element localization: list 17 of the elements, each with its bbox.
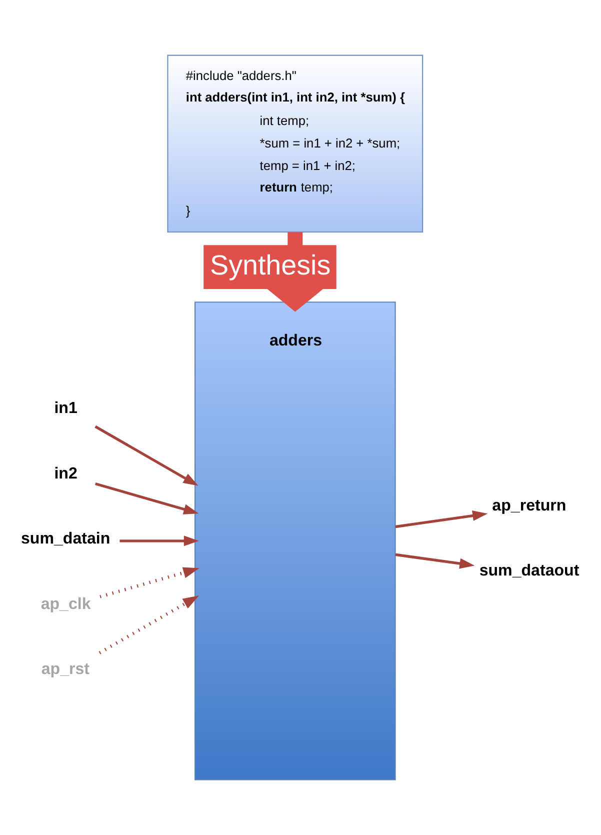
node-text: ap_clk xyxy=(40,594,91,613)
node-text: in2 xyxy=(54,464,78,482)
arrow xyxy=(98,596,199,654)
node-text: ap_return xyxy=(492,496,566,514)
node-text: ap_rst xyxy=(41,660,90,678)
arrow xyxy=(120,536,199,546)
node-box: adders xyxy=(194,302,396,780)
node-text: in1 xyxy=(54,398,78,417)
arrow xyxy=(94,425,198,486)
arrow xyxy=(395,553,475,569)
edge-label: Synthesis xyxy=(210,249,331,280)
arrow xyxy=(94,482,199,514)
node-text: sum_dataout xyxy=(479,562,580,580)
arrow xyxy=(100,567,200,598)
node-text: sum_datain xyxy=(21,530,110,548)
arrow xyxy=(395,510,488,528)
node-box: #include "adders.h" int adders(int in1, int in2, int *sum) { int temp; *sum = in1 + in2 + *sum; temp = in1 + in2; return temp; } xyxy=(167,54,424,232)
